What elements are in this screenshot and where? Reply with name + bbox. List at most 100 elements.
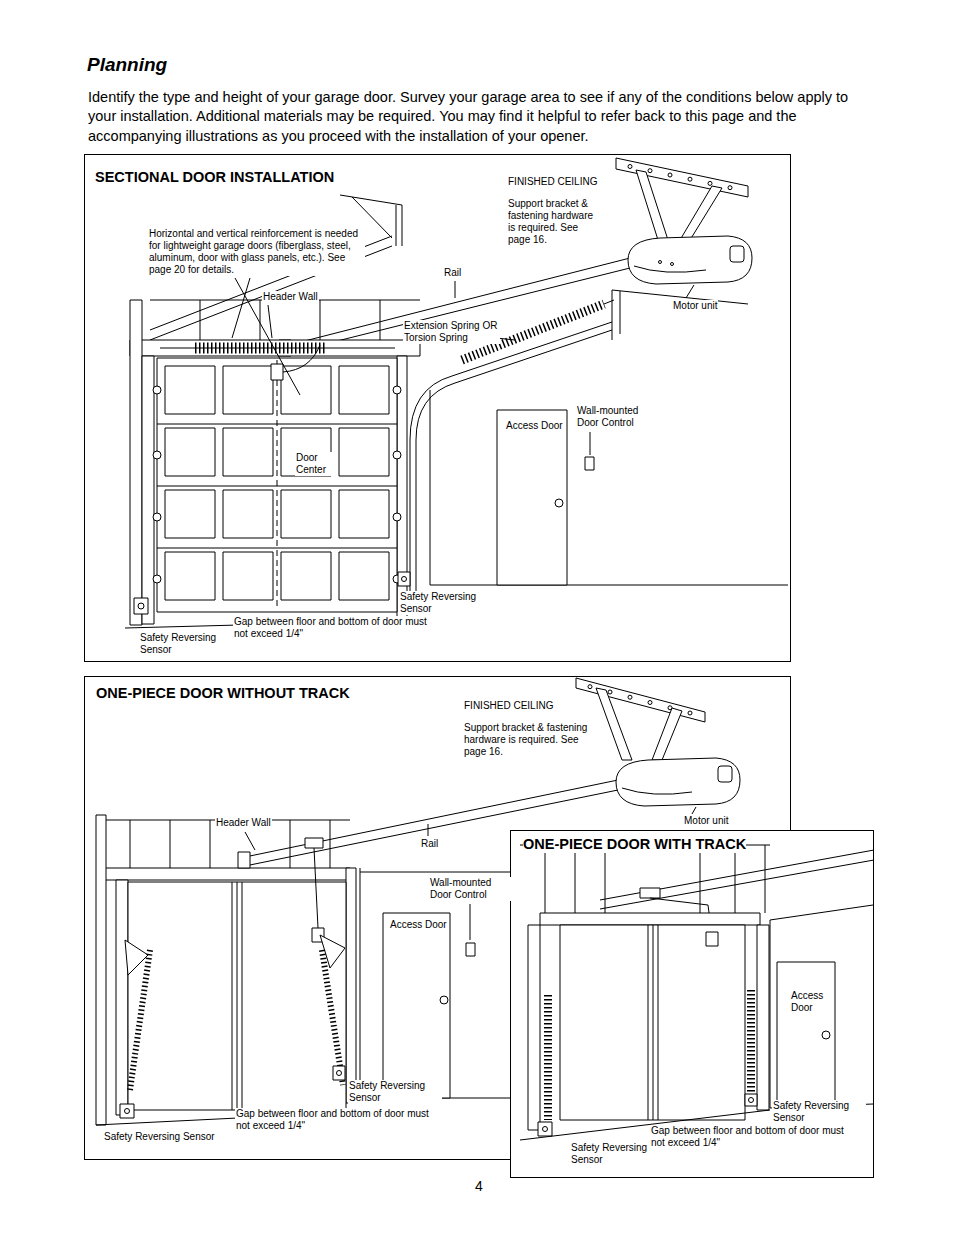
illustration-part [680, 186, 722, 240]
panel-heading: ONE-PIECE DOOR WITHOUT TRACK [96, 685, 350, 702]
illustration-part [745, 1094, 757, 1106]
illustration-part [337, 1071, 342, 1076]
illustration-part [659, 261, 662, 264]
illustration-part [322, 950, 343, 1085]
illustration-part [339, 552, 389, 600]
callout-label: Gap between floor and bottom of door mus… [235, 1108, 432, 1132]
illustration-part [165, 552, 215, 600]
illustration-part [747, 990, 755, 1094]
illustration-part [822, 1031, 830, 1039]
illustration-part [688, 177, 692, 181]
illustration-part [628, 695, 632, 699]
illustration-part [777, 962, 835, 1106]
illustration-part [393, 386, 401, 394]
illustration-part [314, 848, 318, 928]
callout-label: Safety Reversing Sensor [772, 1100, 866, 1124]
illustration-part [346, 868, 356, 1103]
callout-label: Safety Reversing Sensor [570, 1142, 650, 1166]
illustration-part [671, 263, 674, 266]
callout-label: Support bracket & fastening hardware is … [507, 198, 604, 246]
callout-label: Safety Reversing Sensor [103, 1131, 216, 1143]
illustration-part [585, 457, 594, 470]
illustration-part [223, 428, 273, 476]
illustration-part [96, 815, 106, 1125]
illustration-part [120, 1104, 134, 1118]
illustration-part [281, 490, 331, 538]
page-title: Planning [87, 54, 167, 76]
callout-label: Gap between floor and bottom of door mus… [650, 1125, 847, 1149]
illustration-part [277, 360, 278, 610]
illustration-part [130, 340, 420, 356]
illustration-part [648, 701, 652, 705]
callout-label: Motor unit [683, 815, 729, 827]
illustration-part [398, 572, 410, 586]
track-door-drawing [520, 845, 873, 1140]
illustration-part [555, 499, 563, 507]
illustration-part [596, 688, 632, 760]
illustration-part [128, 882, 346, 1110]
sectional-door-scene [125, 158, 788, 628]
illustration-part [153, 513, 161, 521]
illustration-part [223, 366, 273, 414]
callout-label: Rail [443, 267, 462, 279]
callout-label: Wall-mounted Door Control [576, 405, 653, 429]
callout-label: Horizontal and vertical reinforcement is… [148, 228, 365, 276]
illustration-part [339, 428, 389, 476]
illustration-part [652, 708, 682, 760]
illustration-part [628, 165, 632, 169]
callout-label: Access Door [790, 990, 834, 1014]
illustration-part [232, 278, 694, 455]
illustration-part [125, 1109, 130, 1114]
illustration-part [640, 888, 660, 898]
illustration-part [560, 925, 745, 1120]
callout-label: Door Center [295, 452, 337, 476]
illustration-part [138, 603, 144, 609]
illustration-part [528, 925, 540, 1130]
illustration-part [757, 925, 769, 1110]
callout-label: Header Wall [262, 291, 319, 303]
illustration-part [281, 552, 331, 600]
panel-heading: ONE-PIECE DOOR WITH TRACK [523, 836, 746, 853]
illustration-part [157, 358, 397, 612]
illustration-part [612, 290, 748, 340]
callout-label: Safety Reversing Sensor [399, 591, 491, 615]
illustration-part [708, 181, 712, 185]
callout-label: Support bracket & fastening hardware is … [463, 722, 590, 758]
illustration-part [165, 428, 215, 476]
illustration-part [622, 788, 692, 794]
callout-label: Gap between floor and bottom of door mus… [233, 616, 430, 640]
illustration-part [576, 678, 705, 722]
callout-label: FINISHED CEILING [507, 176, 598, 188]
illustration-part [728, 186, 732, 190]
callout-label: Access Door [389, 919, 448, 931]
illustration-part [718, 766, 732, 782]
illustration-part [134, 598, 148, 614]
illustration-part [305, 838, 323, 848]
callout-label: Safety Reversing Sensor [348, 1080, 442, 1104]
callout-label: Safety Reversing Sensor [139, 632, 231, 656]
illustration-part [383, 913, 450, 1098]
illustration-part [430, 390, 788, 585]
illustration-part [730, 246, 744, 262]
callout-label: Motor unit [672, 300, 718, 312]
illustration-part [497, 410, 567, 585]
illustration-part [271, 364, 283, 380]
callout-label: Access Door [505, 420, 564, 432]
illustration-part [634, 266, 706, 272]
illustration-part [160, 348, 395, 349]
illustration-part [770, 905, 873, 1108]
illustration-part [165, 490, 215, 538]
illustration-part [628, 236, 752, 284]
illustration-part [153, 386, 161, 394]
illustration-part [142, 356, 154, 624]
illustration-part [538, 1122, 552, 1136]
illustration-part [543, 1127, 548, 1132]
callout-label: Extension Spring OR Torsion Spring [403, 320, 500, 344]
illustration-part [100, 868, 350, 880]
illustration-part [600, 850, 873, 909]
illustration-part [668, 173, 672, 177]
illustration-part [165, 366, 215, 414]
illustration-part [544, 995, 552, 1120]
illustration-part [339, 490, 389, 538]
